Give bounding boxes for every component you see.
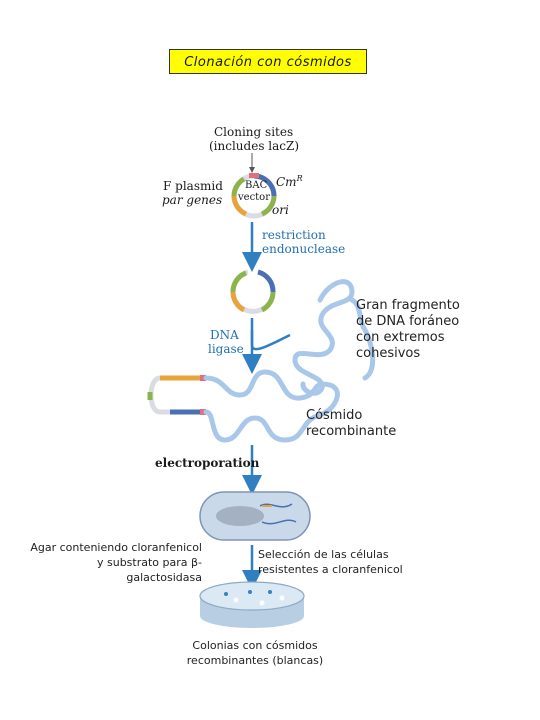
selection-note: Selección de las células resistentes a c… [258, 548, 403, 576]
bac-vector-circle [231, 173, 277, 219]
cmr-label: CmR [276, 174, 303, 189]
dna-label: DNA [210, 328, 239, 342]
ori-label: ori [272, 203, 289, 217]
includes-lacz-label: (includes lacZ) [209, 139, 300, 153]
f-plasmid-label: F plasmid [163, 179, 223, 193]
endonuclease-label: endonuclease [262, 242, 346, 256]
page-title: Clonación con cósmidos [169, 49, 367, 74]
bac-label: BAC [245, 180, 268, 191]
cloning-sites-label: Cloning sites [214, 125, 294, 139]
agar-note: Agar conteniendo cloranfenicol y substra… [30, 541, 202, 584]
colonies-note: Colonias con cósmidos recombinantes (bla… [186, 639, 324, 667]
restriction-label: restriction [262, 228, 326, 242]
petri-dish [199, 581, 305, 628]
recombinant-cosmid-note: Cósmido recombinante [306, 408, 397, 439]
par-genes-label: par genes [162, 193, 223, 207]
bacterial-cell [199, 491, 311, 541]
recombinant-cosmid [147, 369, 340, 443]
vector-label: vector [238, 192, 270, 203]
electroporation-label: electroporation [155, 456, 260, 470]
cut-vector-circle [230, 269, 276, 314]
arrow-ligase [250, 318, 291, 351]
foreign-dna-note: Gran fragmento de DNA foráneo con extrem… [356, 298, 460, 361]
ligase-label: ligase [208, 342, 244, 356]
foreign-dna-strand [292, 279, 355, 396]
